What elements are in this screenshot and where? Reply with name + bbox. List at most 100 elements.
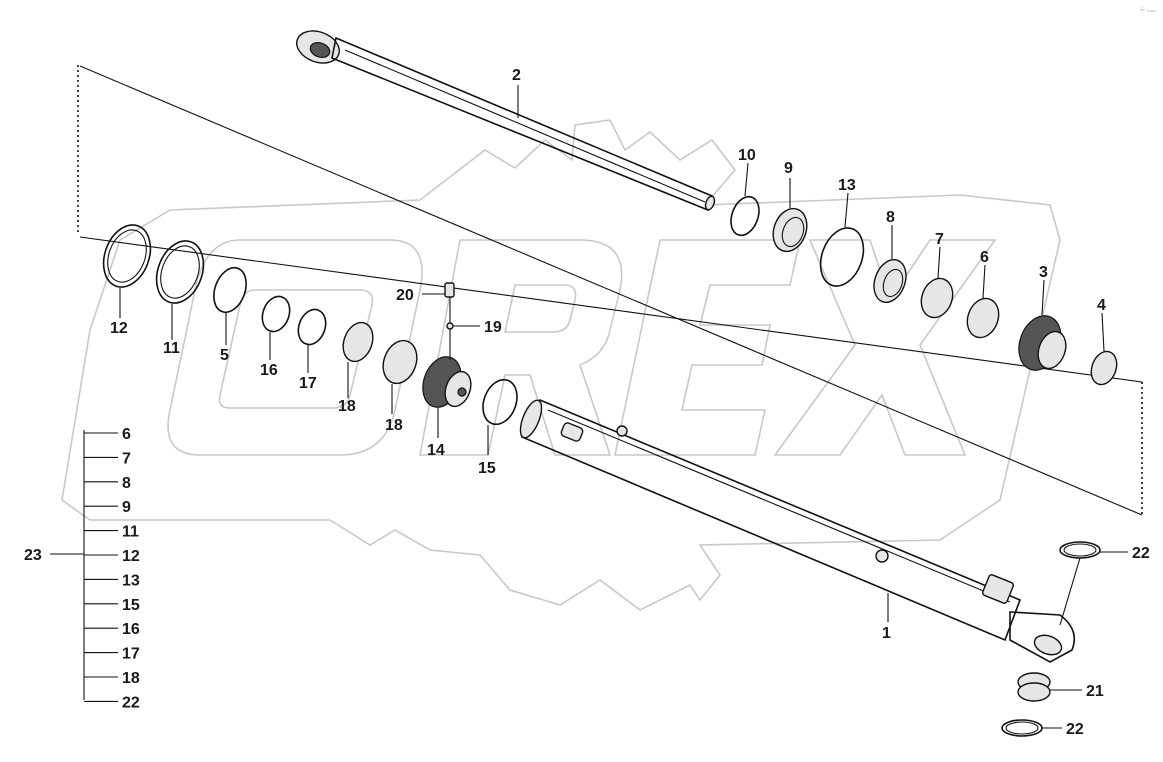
ring-17: [297, 308, 327, 346]
ring-18-a: [342, 321, 374, 363]
leader-13: [844, 192, 849, 228]
ring-18-b: [382, 339, 418, 385]
callout-4: 4: [1097, 297, 1106, 314]
callout-10: 10: [738, 147, 756, 164]
barrel-base-clevis: [1009, 611, 1076, 663]
kit-item-label: 8: [122, 475, 131, 492]
ring-22-top-inner: [1063, 543, 1097, 557]
callout-19: 19: [484, 319, 502, 336]
callout-21: 21: [1086, 683, 1104, 700]
callout-5: 5: [220, 347, 229, 364]
kit-item-label: 22: [122, 694, 140, 711]
watermark-letter-o: [167, 239, 423, 456]
callout-15: 15: [478, 460, 496, 477]
ball-19: [446, 322, 454, 330]
ring-5: [213, 266, 247, 314]
seal-axis-line: [79, 236, 1143, 383]
kit-item-label: 9: [122, 499, 131, 516]
guide-lines: [77, 65, 1143, 516]
barrel-eye-hole: [1033, 634, 1063, 656]
leader-3: [1041, 279, 1045, 316]
ring-7: [920, 277, 954, 319]
gland-seal-rings: [730, 195, 1118, 386]
ring-11-inner: [160, 245, 200, 299]
leader-10: [744, 162, 749, 197]
orex-watermark: [61, 119, 1061, 611]
callout-3: 3: [1039, 264, 1048, 281]
callout-2: 2: [512, 67, 521, 84]
watermark-letter-e: [614, 239, 801, 456]
barrel-body: [520, 398, 1022, 642]
ring-10: [730, 195, 760, 237]
piston-bore: [457, 387, 467, 397]
barrel-open-end: [519, 399, 543, 439]
set-screw-assembly: [444, 282, 455, 360]
barrel-fitting: [616, 425, 628, 437]
barrel-grease-port: [875, 549, 889, 563]
piston: [422, 356, 472, 408]
gland-3-face: [1037, 330, 1067, 370]
callout-22-top: 22: [1132, 545, 1150, 562]
callout-20: 20: [396, 287, 414, 304]
rod-highlight: [344, 49, 706, 203]
callout-16: 16: [260, 362, 278, 379]
kit-label-23: 23: [24, 547, 42, 564]
leader-4: [1101, 312, 1105, 352]
callout-12: 12: [110, 320, 128, 337]
guide-axis-line: [79, 65, 1143, 516]
ring-11: [155, 240, 205, 304]
ring-8: [873, 258, 907, 304]
ring-22-bottom-inner: [1005, 721, 1039, 735]
ring-12-inner: [107, 229, 147, 283]
kit-item-label: 16: [122, 621, 140, 638]
barrel-valve-block: [982, 574, 1014, 604]
rod-eye-hole: [309, 41, 331, 59]
ring-6: [966, 297, 1000, 339]
callout-13: 13: [838, 177, 856, 194]
callout-1: 1: [882, 625, 891, 642]
ring-16: [261, 295, 291, 333]
leader-6: [982, 264, 986, 299]
rod-end: [704, 195, 716, 211]
ring-8-inner: [882, 268, 904, 298]
piston-face: [444, 370, 472, 408]
callout-8: 8: [886, 209, 895, 226]
kit-item-label: 11: [122, 524, 139, 541]
ring-13: [819, 227, 865, 287]
callout-14: 14: [427, 442, 445, 459]
callout-17: 17: [299, 375, 317, 392]
callout-7: 7: [935, 231, 944, 248]
kit-item-label: 15: [122, 597, 140, 614]
seal-kit-rings: [102, 224, 518, 426]
callout-18b: 18: [385, 417, 403, 434]
callout-labels: 2 10 9 13 8 7 6 3 4 12 11 5 16 17 18 18 …: [110, 67, 1150, 738]
watermark-gear-outline: [61, 119, 1061, 611]
barrel-port-boss: [560, 422, 584, 442]
kit-item-label: 6: [122, 426, 131, 443]
callout-9: 9: [784, 160, 793, 177]
leader-22-axis: [1059, 557, 1081, 626]
leader-7: [937, 246, 941, 279]
ring-12: [102, 224, 152, 288]
ring-9-inner: [781, 216, 805, 248]
ring-9: [772, 207, 808, 253]
bushing-21-bottom: [1017, 682, 1051, 702]
callout-22-bottom: 22: [1066, 721, 1084, 738]
kit-item-label: 13: [122, 572, 140, 589]
corner-mark: ⓔ ₘₘₘ: [1140, 7, 1156, 14]
callout-6: 6: [980, 249, 989, 266]
leader-lines: [119, 85, 1128, 729]
ring-15: [482, 378, 518, 426]
piston-rod: [295, 30, 716, 212]
barrel-highlight: [547, 409, 1011, 603]
rod-shaft: [331, 36, 713, 212]
callout-18a: 18: [338, 398, 356, 415]
kit-item-label: 18: [122, 670, 140, 687]
base-pin-parts: [1001, 541, 1101, 737]
kit-item-label: 12: [122, 548, 140, 565]
callout-11: 11: [163, 340, 180, 357]
cylinder-barrel: [519, 398, 1076, 663]
bushing-4: [1090, 350, 1118, 386]
